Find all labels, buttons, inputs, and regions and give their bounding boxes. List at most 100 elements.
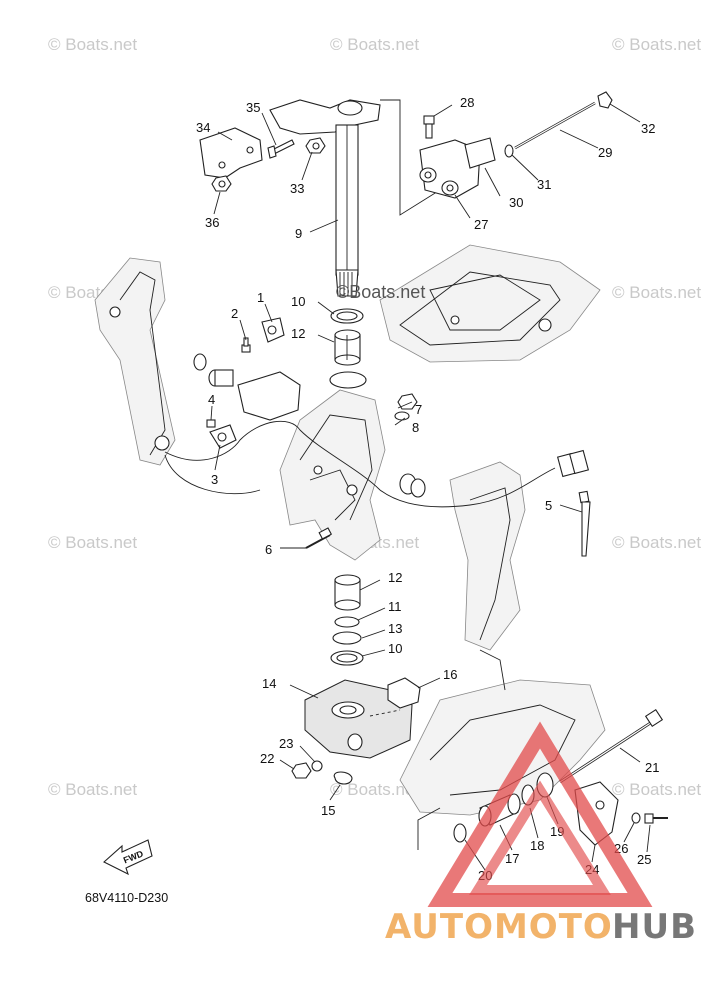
automotohub-logo: AUTOMOTO HUB: [385, 721, 697, 947]
bushing-12-lower: [334, 574, 361, 611]
part-label: 5: [545, 498, 552, 513]
clip-15: [333, 771, 353, 785]
watermark: © Boats.net: [612, 533, 701, 552]
cap-32: [597, 91, 613, 109]
part-label: 6: [265, 542, 272, 557]
part-label: 1: [257, 290, 264, 305]
logo-triangle-outer: [427, 721, 653, 907]
watermark: © Boats.net: [330, 780, 419, 799]
plate-30: [464, 137, 496, 169]
clamp-1: [261, 317, 285, 343]
part-label: 27: [474, 217, 488, 232]
washer-10-lower: [330, 650, 364, 666]
logo-text-hub: HUB: [612, 907, 697, 947]
lock-housing-27: [419, 139, 481, 199]
part-label: 35: [246, 100, 260, 115]
nut-33: [305, 137, 326, 154]
part-label: 21: [645, 760, 659, 775]
bolt-35: [267, 139, 295, 159]
part-label: 12: [291, 326, 305, 341]
wire-harness: [164, 420, 556, 508]
part-label: 12: [388, 570, 402, 585]
leader-line: [380, 99, 441, 216]
part-label: 10: [291, 294, 305, 309]
fwd-arrow: FWD: [103, 839, 153, 876]
part-label: 7: [415, 402, 422, 417]
part-label: 23: [279, 736, 293, 751]
bracket-34: [199, 127, 263, 179]
part-label: 33: [290, 181, 304, 196]
swivel-bracket: [279, 389, 386, 561]
upper-mount-plate: [379, 244, 601, 363]
cable-tie-5: [578, 490, 591, 557]
part-label: 10: [388, 641, 402, 656]
part-label: 31: [537, 177, 551, 192]
diagram-code: 68V4110-D230: [85, 891, 168, 905]
part-label: 8: [412, 420, 419, 435]
clamp-3: [209, 424, 237, 449]
washer-8: [394, 411, 410, 421]
part-label: 34: [196, 120, 210, 135]
part-label: 30: [509, 195, 523, 210]
part-label: 32: [641, 121, 655, 136]
part-label: 2: [231, 306, 238, 321]
watermark: © Boats.net: [612, 35, 701, 54]
nut-36: [211, 175, 232, 192]
wire-loop: [164, 454, 261, 495]
bolt-6: [305, 527, 333, 549]
watermark: © Boats.net: [330, 35, 419, 54]
washer-20: [453, 823, 467, 843]
nut-7: [397, 393, 418, 410]
part-label: 36: [205, 215, 219, 230]
part-label: 3: [211, 472, 218, 487]
watermark: © Boats.net: [612, 780, 701, 799]
part-label: 28: [460, 95, 474, 110]
logo-text-automoto: AUTOMOTO: [385, 907, 613, 947]
part-label: 4: [208, 392, 215, 407]
part-label: 13: [388, 621, 402, 636]
part-label: 17: [505, 851, 519, 866]
part-label: 25: [637, 852, 651, 867]
bracket-16: [387, 677, 421, 709]
lower-mount-14: [304, 679, 413, 759]
watermark: © Boats.net: [48, 780, 137, 799]
watermark: © Boats.net: [612, 283, 701, 302]
washer-26: [631, 812, 641, 824]
bolt-28: [423, 115, 435, 139]
ring-upper: [329, 371, 367, 389]
watermark: © Boats.net: [48, 35, 137, 54]
part-label: 16: [443, 667, 457, 682]
screw-4: [206, 419, 216, 428]
part-label: 29: [598, 145, 612, 160]
o-ring-11: [334, 616, 360, 628]
washer-31: [504, 144, 514, 158]
steering-shaft: [269, 99, 381, 297]
bolt-25: [644, 813, 668, 824]
leader-line: [417, 807, 441, 850]
bolt-21: [559, 708, 664, 784]
washer-10-upper: [330, 308, 364, 324]
part-label-group: 1 2 3 4 5 6 7 8 9 10 10 11 12 12 13 14 1…: [196, 95, 659, 883]
part-label: 15: [321, 803, 335, 818]
part-label: 18: [530, 838, 544, 853]
watermark: © Boats.net: [48, 533, 137, 552]
center-watermark: ©Boats.net: [336, 282, 425, 302]
bushing-12-upper: [334, 329, 361, 366]
pivot-pin: [399, 473, 426, 498]
rod-29: [514, 101, 596, 150]
part-label: 9: [295, 226, 302, 241]
part-label: 22: [260, 751, 274, 766]
washer-23: [311, 760, 323, 772]
pivot-bracket: [193, 353, 301, 421]
clamp-bracket-left: [94, 257, 176, 466]
part-label: 11: [388, 599, 402, 614]
screw-2: [241, 337, 251, 353]
nut-22: [291, 762, 312, 779]
connector: [556, 449, 590, 478]
washer-13: [332, 631, 362, 645]
clamp-bracket-right: [449, 461, 526, 651]
logo-triangle-inner: [469, 780, 611, 895]
part-label: 14: [262, 676, 276, 691]
